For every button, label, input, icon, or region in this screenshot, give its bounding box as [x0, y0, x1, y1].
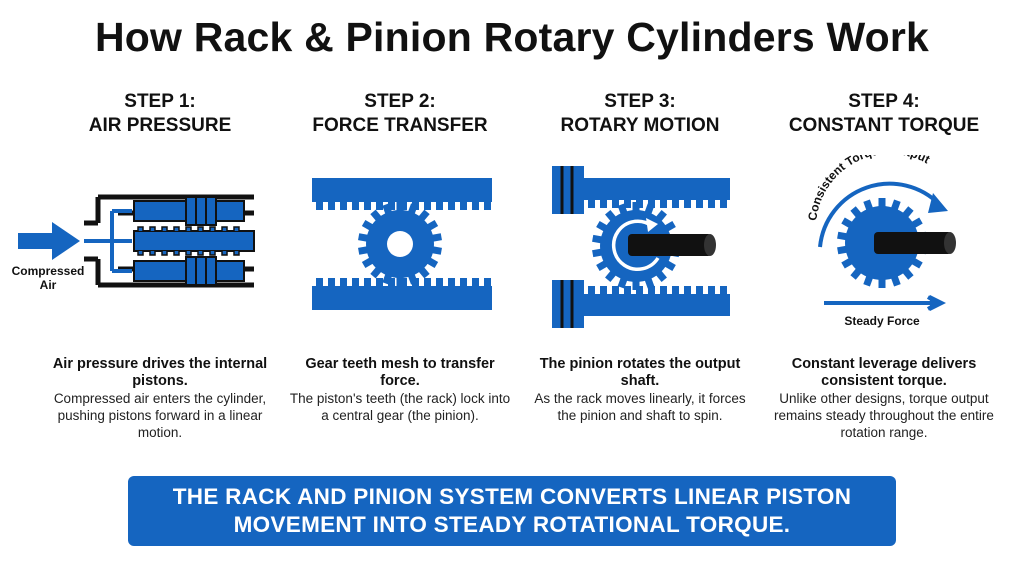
- step-1-diagram: Compressed Air: [12, 194, 255, 292]
- step-2-text: The piston's teeth (the rack) lock into …: [289, 391, 511, 423]
- page-title: How Rack & Pinion Rotary Cylinders Work: [94, 14, 930, 60]
- compressed-air-label-2: Air: [40, 278, 57, 292]
- lower-piston: [133, 256, 245, 286]
- step-1-bold: Air pressure drives the internal pistons…: [52, 356, 268, 389]
- steady-force-arrow: [824, 295, 940, 311]
- air-channel: [84, 209, 132, 273]
- step-4-number: STEP 4:: [848, 91, 920, 112]
- torque-arc-arrow: [818, 181, 942, 248]
- upper-piston: [133, 196, 245, 226]
- step-2-name: FORCE TRANSFER: [312, 115, 488, 136]
- step-3-heading: STEP 3: ROTARY MOTION: [525, 90, 755, 138]
- step-1-heading: STEP 1: AIR PRESSURE: [45, 90, 275, 138]
- steady-force-label: Steady Force: [844, 314, 920, 328]
- step-3-text: As the rack moves linearly, it forces th…: [534, 391, 746, 423]
- central-rack: [133, 226, 255, 256]
- step-3-bold: The pinion rotates the output shaft.: [539, 356, 741, 389]
- rotation-arrow: [611, 219, 660, 271]
- output-shaft: [628, 234, 712, 256]
- step-2-number: STEP 2:: [364, 91, 436, 112]
- step-3-number: STEP 3:: [604, 91, 676, 112]
- bottom-rack: [312, 278, 492, 310]
- pinion-gear: [358, 202, 442, 286]
- step-2-heading: STEP 2: FORCE TRANSFER: [285, 90, 515, 138]
- air-inlet-arrow: [18, 222, 80, 260]
- step-4-description: Constant leverage delivers consistent to…: [769, 356, 999, 441]
- top-rack-piston: [552, 166, 730, 214]
- step-4-heading: STEP 4: CONSTANT TORQUE: [769, 90, 999, 138]
- step-4-text: Unlike other designs, torque output rema…: [774, 391, 994, 440]
- step-4-diagram: Consistent Torque Output Steady Force: [805, 155, 956, 328]
- summary-banner: THE RACK AND PINION SYSTEM CONVERTS LINE…: [128, 476, 896, 546]
- compressed-air-label-1: Compressed: [12, 264, 85, 278]
- torque-shaft: [874, 232, 952, 254]
- bottom-rack-piston: [552, 280, 730, 328]
- step-2-bold: Gear teeth mesh to transfer force.: [305, 356, 495, 389]
- step-3-name: ROTARY MOTION: [560, 115, 720, 136]
- step-3-diagram: [552, 166, 730, 328]
- banner-line-2: MOVEMENT INTO STEADY ROTATIONAL TORQUE.: [233, 512, 791, 537]
- step-1-number: STEP 1:: [124, 91, 196, 112]
- step-4-name: CONSTANT TORQUE: [788, 115, 980, 136]
- cylinder-housing: [95, 194, 254, 288]
- step-2-description: Gear teeth mesh to transfer force. The p…: [285, 356, 515, 424]
- step-3-description: The pinion rotates the output shaft. As …: [525, 356, 755, 424]
- step-2-diagram: [312, 178, 492, 310]
- step-1-description: Air pressure drives the internal pistons…: [45, 356, 275, 441]
- step-1-name: AIR PRESSURE: [88, 115, 232, 136]
- step-1-text: Compressed air enters the cylinder, push…: [53, 391, 267, 440]
- banner-line-1: THE RACK AND PINION SYSTEM CONVERTS LINE…: [172, 484, 852, 509]
- step-4-bold: Constant leverage delivers consistent to…: [791, 356, 977, 389]
